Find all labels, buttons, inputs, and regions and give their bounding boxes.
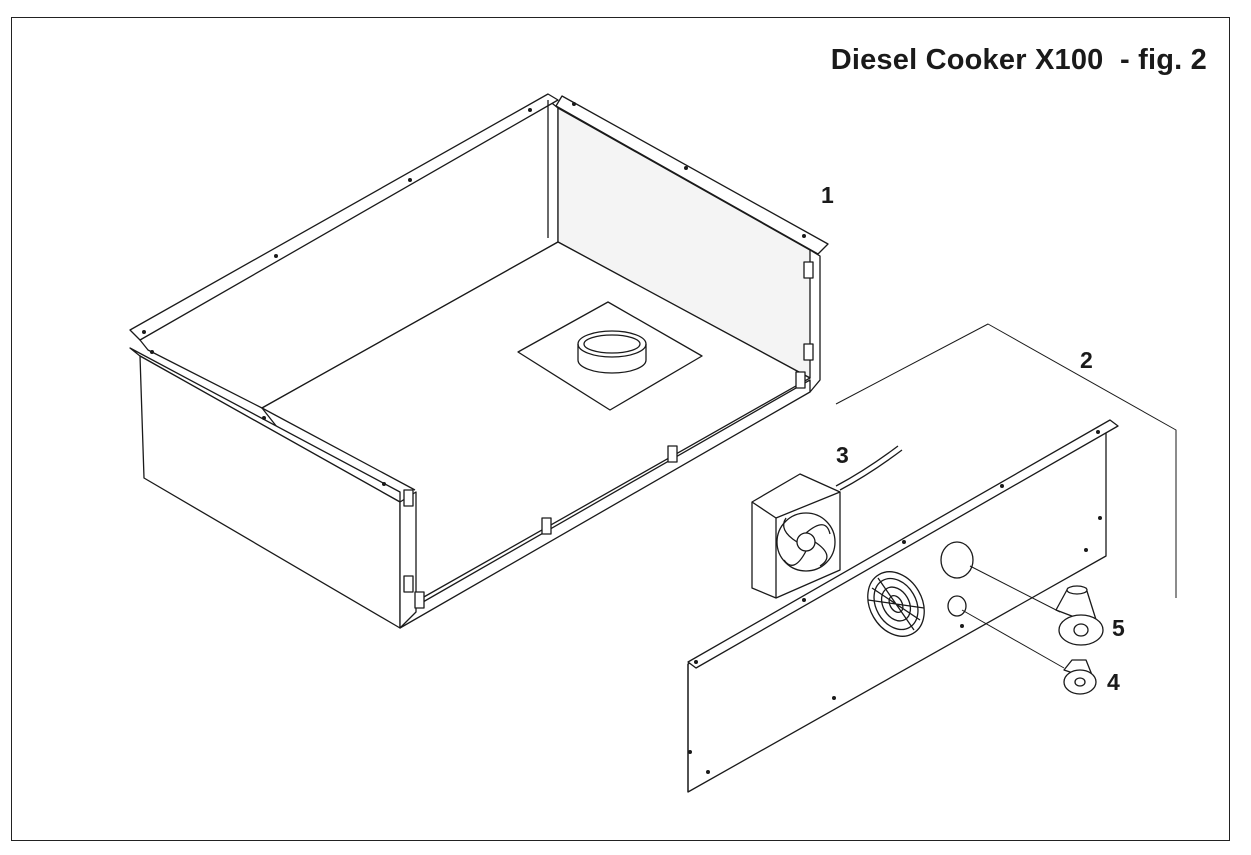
- housing-tray: [129, 93, 829, 629]
- fan: [751, 445, 903, 599]
- drawing-title: Diesel Cooker X100 - fig. 2: [830, 44, 1207, 76]
- callout-1: 1: [821, 182, 834, 208]
- leader-lines: [835, 323, 1177, 669]
- callout-5: 5: [1112, 615, 1125, 641]
- callout-3: 3: [836, 442, 849, 468]
- small-grommet: [1063, 659, 1097, 695]
- drawing-frame: [11, 17, 1230, 841]
- front-panel: [687, 419, 1119, 793]
- large-grommet: [1055, 585, 1104, 646]
- callout-2: 2: [1080, 347, 1093, 373]
- callout-4: 4: [1107, 669, 1120, 695]
